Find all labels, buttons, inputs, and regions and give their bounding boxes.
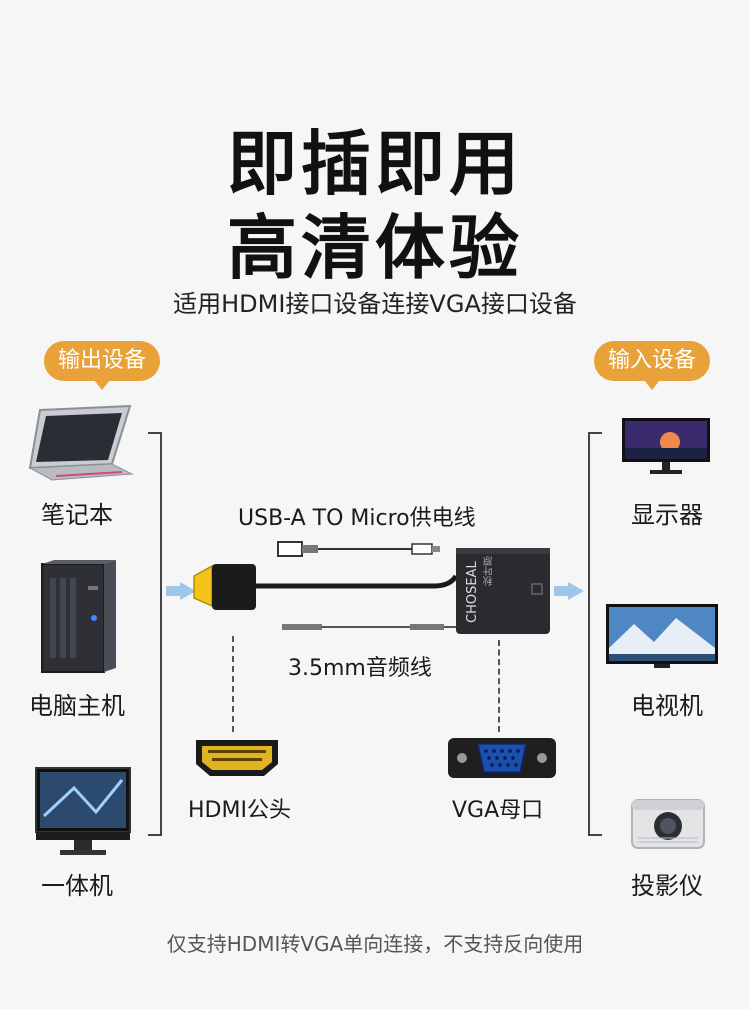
usage-note: 仅支持HDMI转VGA单向连接，不支持反向使用 [166, 932, 584, 956]
vga-female-connector-icon [448, 738, 556, 778]
right-arrow-icon [568, 582, 584, 600]
right-bracket [588, 432, 602, 836]
monitor-icon [622, 418, 710, 474]
output-devices-badge: 输出设备 [44, 341, 161, 390]
device-label-monitor: 显示器 [631, 501, 703, 529]
device-label-all-in-one: 一体机 [41, 872, 113, 900]
tv-icon [606, 604, 718, 668]
usb-cable-label: USB-A TO Micro供电线 [238, 506, 476, 531]
audio-cable-label: 3.5mm音频线 [288, 656, 432, 681]
left-arrow-shaft [166, 586, 180, 596]
hdmi-leader-line [232, 636, 234, 732]
left-arrow-icon [180, 582, 196, 600]
hdmi-connector-label: HDMI公头 [188, 798, 291, 823]
input-devices-badge: 输入设备 [594, 341, 711, 390]
laptop-icon [28, 404, 134, 481]
vga-leader-line [498, 640, 500, 732]
right-arrow-shaft [554, 586, 568, 596]
device-label-desktop: 电脑主机 [29, 692, 125, 720]
subtitle: 适用HDMI接口设备连接VGA接口设备 [173, 290, 577, 318]
projector-icon [631, 799, 705, 849]
title-line-2: 高清体验 [227, 207, 523, 289]
left-bracket [148, 432, 162, 836]
vga-connector-label: VGA母口 [452, 798, 544, 823]
device-label-laptop: 笔记本 [41, 501, 113, 529]
device-label-tv: 电视机 [631, 692, 703, 720]
hdmi-male-connector-icon [196, 740, 278, 776]
adapter-brand-cn-text: 秋叶原 [484, 556, 495, 586]
all-in-one-pc-icon [35, 767, 131, 855]
desktop-computer-icon [41, 560, 116, 673]
usb-a-plug-icon [277, 541, 303, 557]
title-line-1: 即插即用 [227, 123, 523, 205]
device-label-projector: 投影仪 [631, 872, 703, 900]
adapter-cable-diagram [193, 541, 550, 634]
